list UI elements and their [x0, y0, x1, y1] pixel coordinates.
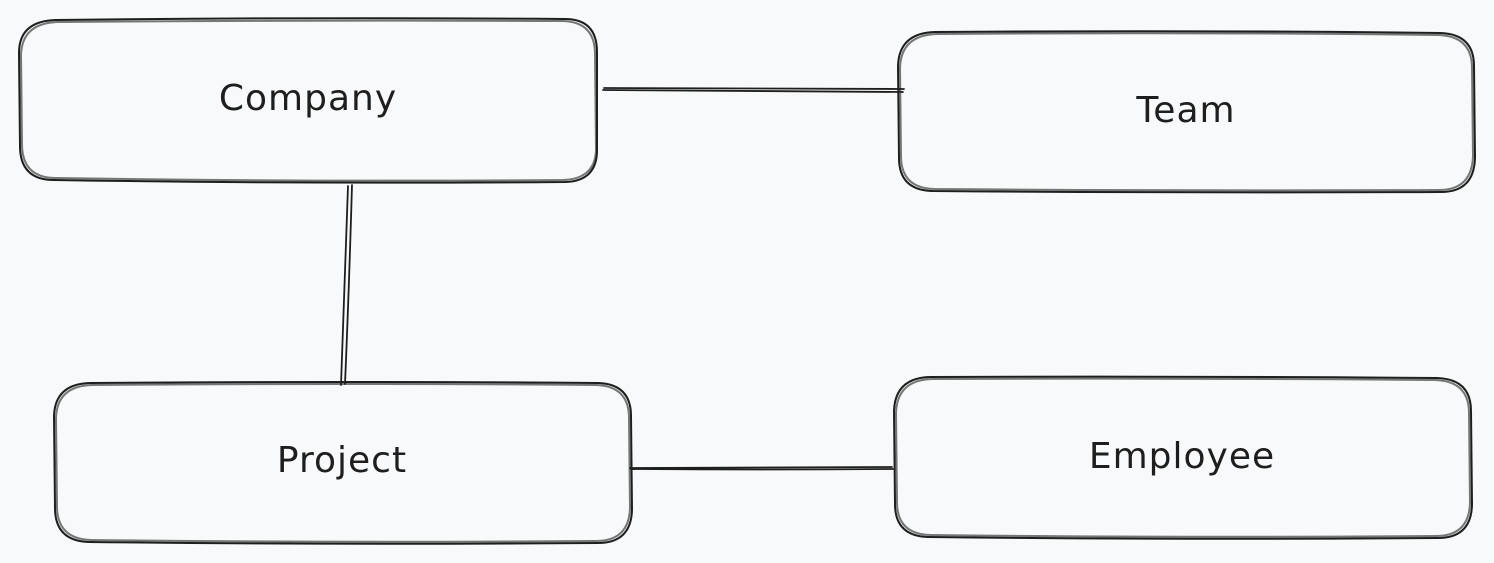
node-project-border: [53, 381, 633, 545]
node-team[interactable]: Team: [897, 30, 1476, 194]
node-team-border: [897, 30, 1476, 194]
node-company-border: [18, 17, 599, 184]
node-employee-border-pass: [895, 377, 1471, 538]
node-employee-border: [893, 375, 1473, 540]
node-employee[interactable]: Employee: [893, 375, 1473, 540]
edge-project-employee: [629, 466, 894, 471]
node-company-label: Company: [219, 78, 397, 119]
node-project-label: Project: [277, 440, 407, 481]
edge-company-project: [340, 184, 353, 386]
node-company-border-pass: [20, 19, 597, 182]
node-project[interactable]: Project: [53, 381, 633, 545]
node-team-label: Team: [1135, 90, 1235, 131]
node-employee-label: Employee: [1089, 436, 1275, 477]
node-team-border-pass: [899, 32, 1474, 192]
edge-company-team: [602, 87, 905, 93]
node-company[interactable]: Company: [18, 17, 599, 184]
node-project-border-pass: [55, 383, 631, 543]
